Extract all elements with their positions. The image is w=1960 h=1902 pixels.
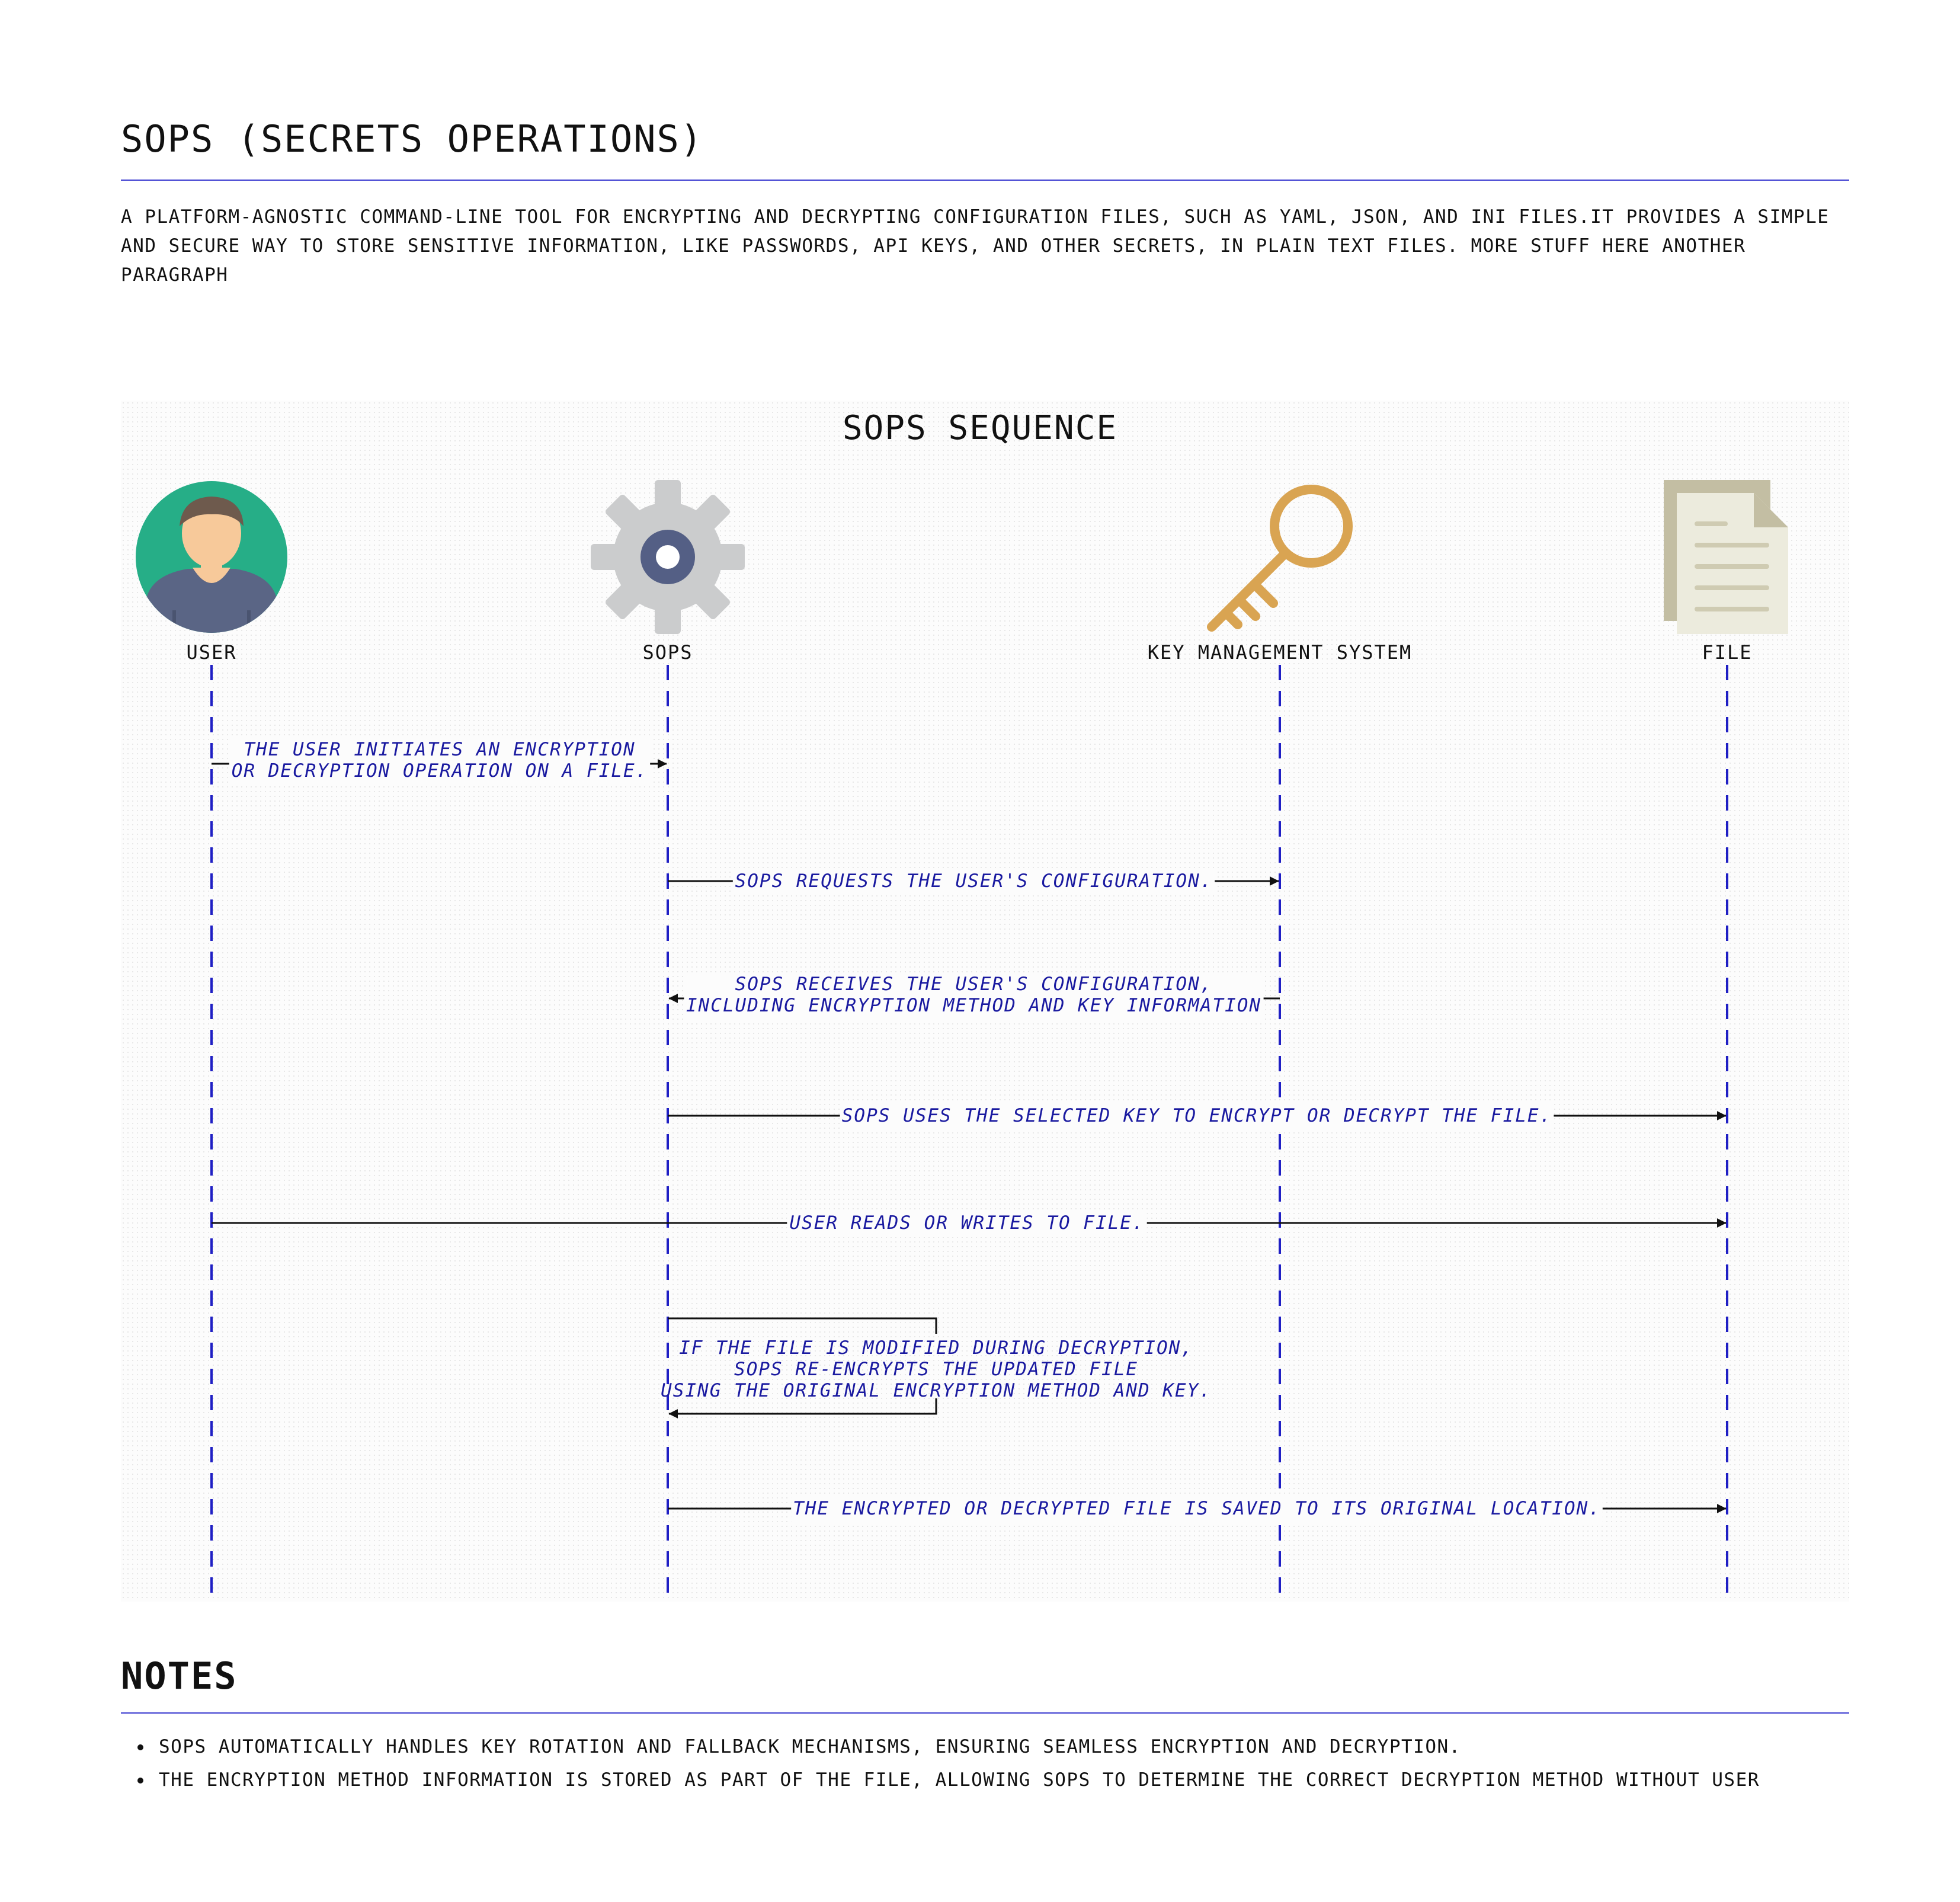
message-label: SOPS REQUESTS THE USER'S CONFIGURATION.: [735, 870, 1213, 892]
message-label: USER READS OR WRITES TO FILE.: [789, 1212, 1144, 1234]
intro-paragraph: A PLATFORM-AGNOSTIC COMMAND-LINE TOOL FO…: [121, 206, 1830, 286]
title-divider: [121, 180, 1849, 181]
message-2: SOPS REQUESTS THE USER'S CONFIGURATION.: [668, 869, 1279, 895]
actor-label-file: FILE: [1702, 641, 1753, 664]
message-label: USING THE ORIGINAL ENCRYPTION METHOD AND…: [661, 1380, 1212, 1401]
diagram-title: SOPS SEQUENCE: [842, 409, 1118, 447]
note-item: SOPS AUTOMATICALLY HANDLES KEY ROTATION …: [121, 1730, 1849, 1763]
notes-title: NOTES: [121, 1654, 238, 1698]
message-label-backing: [229, 738, 651, 785]
message-label: IF THE FILE IS MODIFIED DURING DECRYPTIO…: [679, 1337, 1193, 1359]
actor-label-user: USER: [186, 641, 237, 664]
message-label: SOPS USES THE SELECTED KEY TO ENCRYPT OR…: [842, 1105, 1552, 1126]
message-4: SOPS USES THE SELECTED KEY TO ENCRYPT OR…: [668, 1104, 1727, 1130]
message-7: THE ENCRYPTED OR DECRYPTED FILE IS SAVED…: [668, 1497, 1727, 1523]
message-5: USER READS OR WRITES TO FILE.: [212, 1211, 1727, 1237]
message-6: IF THE FILE IS MODIFIED DURING DECRYPTIO…: [661, 1317, 1212, 1419]
message-label-backing: [840, 1104, 1554, 1130]
gear-icon: [591, 480, 745, 634]
key-icon: [1207, 485, 1353, 632]
notes-list: SOPS AUTOMATICALLY HANDLES KEY ROTATION …: [121, 1730, 1849, 1797]
self-message-arrow: [668, 1398, 937, 1419]
self-message-line: [668, 1317, 937, 1334]
note-item: THE ENCRYPTION METHOD INFORMATION IS STO…: [121, 1763, 1849, 1797]
message-label: THE USER INITIATES AN ENCRYPTION: [244, 739, 635, 760]
message-label-backing: [787, 1211, 1147, 1237]
message-label-backing: [791, 1497, 1603, 1523]
actor-label-sops: SOPS: [642, 641, 693, 664]
document-icon: [1664, 480, 1788, 634]
message-label: SOPS RECEIVES THE USER'S CONFIGURATION,: [735, 974, 1213, 995]
message-label-backing: [732, 869, 1215, 895]
message-label: THE ENCRYPTED OR DECRYPTED FILE IS SAVED…: [793, 1498, 1601, 1519]
user-avatar-icon: [136, 481, 287, 633]
message-label: INCLUDING ENCRYPTION METHOD AND KEY INFO…: [686, 995, 1261, 1016]
message-3: SOPS RECEIVES THE USER'S CONFIGURATION,I…: [668, 972, 1280, 1020]
actor-label-key-management-system: KEY MANAGEMENT SYSTEM: [1147, 641, 1413, 664]
notes-divider: [121, 1712, 1849, 1714]
message-label-backing: [684, 972, 1264, 1020]
message-label: OR DECRYPTION OPERATION ON A FILE.: [232, 760, 648, 782]
page-title: SOPS (SECRETS OPERATIONS): [121, 117, 704, 161]
message-label: SOPS RE-ENCRYPTS THE UPDATED FILE: [734, 1359, 1138, 1380]
